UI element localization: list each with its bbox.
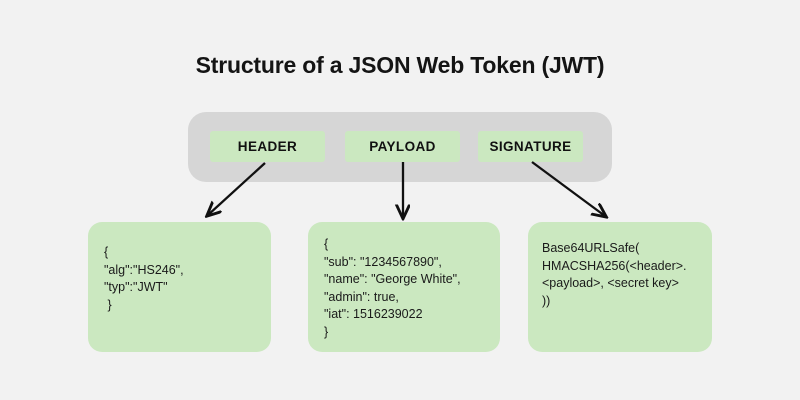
signature-card: Base64URLSafe( HMACSHA256(<header>. <pay… (528, 222, 712, 352)
payload-card: { "sub": "1234567890", "name": "George W… (308, 222, 500, 352)
part-label-signature[interactable]: SIGNATURE (478, 131, 583, 162)
header-card-code: { "alg":"HS246", "typ":"JWT" } (104, 245, 184, 312)
part-label-payload[interactable]: PAYLOAD (345, 131, 460, 162)
page-title: Structure of a JSON Web Token (JWT) (195, 52, 605, 78)
header-card: { "alg":"HS246", "typ":"JWT" } (88, 222, 271, 352)
part-label-header[interactable]: HEADER (210, 131, 325, 162)
payload-card-code: { "sub": "1234567890", "name": "George W… (324, 237, 461, 339)
signature-card-code: Base64URLSafe( HMACSHA256(<header>. <pay… (542, 241, 687, 308)
